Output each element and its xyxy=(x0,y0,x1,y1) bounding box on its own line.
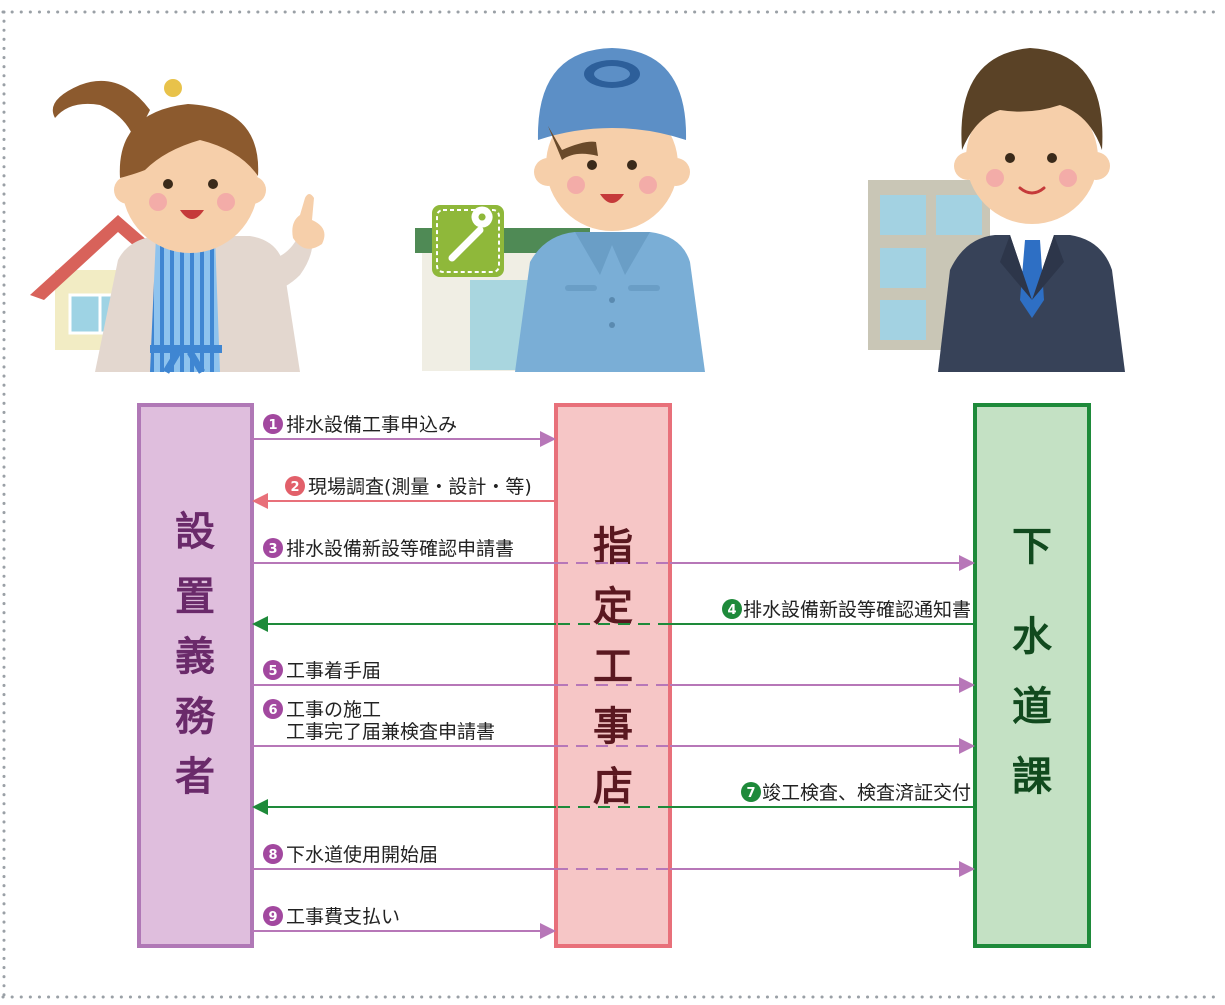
message-arrowhead xyxy=(959,555,975,571)
lane-label-char: 義 xyxy=(175,634,215,680)
lane-label-char: 工 xyxy=(593,644,633,690)
message-8: 8 下水道使用開始届 xyxy=(252,844,975,877)
message-label: 排水設備新設等確認申請書 xyxy=(286,538,514,560)
contractor-worker-illustration xyxy=(415,48,705,372)
step-number-badge xyxy=(263,906,283,926)
message-label: 工事の施工 xyxy=(286,699,381,721)
step-number-badge xyxy=(263,660,283,680)
step-number: 6 xyxy=(268,703,277,718)
message-9: 9 工事費支払い xyxy=(252,906,556,939)
step-number: 5 xyxy=(268,664,277,679)
step-number-badge xyxy=(263,538,283,558)
message-arrowhead xyxy=(252,493,268,509)
step-number-badge xyxy=(263,414,283,434)
message-4: 4 排水設備新設等確認通知書 xyxy=(252,599,975,632)
message-7: 7 竣工検査、検査済証交付 xyxy=(252,782,975,815)
message-label: 排水設備新設等確認通知書 xyxy=(743,599,971,621)
message-arrowhead xyxy=(540,923,556,939)
lane-owner-label: 設置義務者 xyxy=(175,509,216,800)
message-arrowhead xyxy=(959,861,975,877)
message-label: 工事着手届 xyxy=(286,660,381,682)
step-number: 7 xyxy=(746,786,755,801)
step-number: 3 xyxy=(268,542,277,557)
message-label: 現場調査(測量・設計・等) xyxy=(308,476,532,498)
lane-label-char: 務 xyxy=(175,694,216,740)
message-arrows: 1 排水設備工事申込み 2 現場調査(測量・設計・等) 3 排水設備新設等確認申請書 4 排水… xyxy=(252,414,975,939)
lane-label-char: 下 xyxy=(1012,524,1052,570)
message-arrowhead xyxy=(252,616,268,632)
step-number: 4 xyxy=(727,603,736,618)
message-5: 5 工事着手届 xyxy=(252,660,975,693)
lane-contractor: 指定工事店 xyxy=(554,403,672,948)
message-arrowhead xyxy=(959,677,975,693)
city-officer-illustration xyxy=(868,48,1125,372)
message-3: 3 排水設備新設等確認申請書 xyxy=(252,538,975,571)
lane-label-char: 者 xyxy=(175,754,215,800)
step-number-badge xyxy=(741,782,761,802)
step-number-badge xyxy=(722,599,742,619)
message-label: 工事完了届兼検査申請書 xyxy=(286,721,495,743)
lane-sewer: 下水道課 xyxy=(973,403,1091,948)
step-number-badge xyxy=(263,699,283,719)
message-label: 下水道使用開始届 xyxy=(286,844,438,866)
lane-label-char: 置 xyxy=(175,574,215,620)
step-number: 2 xyxy=(290,480,299,495)
dotted-frame xyxy=(1,10,1224,999)
lane-label-char: 課 xyxy=(1012,754,1052,800)
message-label: 排水設備工事申込み xyxy=(286,414,457,436)
lane-label-char: 定 xyxy=(593,584,633,630)
message-1: 1 排水設備工事申込み xyxy=(252,414,556,447)
lane-label-char: 水 xyxy=(1012,614,1053,660)
step-number: 1 xyxy=(268,418,277,433)
step-number: 8 xyxy=(268,848,277,863)
lane-owner: 設置義務者 xyxy=(137,403,254,948)
lane-sewer-label: 下水道課 xyxy=(1012,524,1053,800)
lane-label-char: 設 xyxy=(175,509,215,555)
message-arrowhead xyxy=(540,431,556,447)
lane-label-char: 事 xyxy=(593,704,633,750)
lane-contractor-label: 指定工事店 xyxy=(593,524,633,810)
lane-label-char: 道 xyxy=(1012,684,1052,730)
message-label: 工事費支払い xyxy=(286,906,400,928)
message-2: 2 現場調査(測量・設計・等) xyxy=(252,476,556,509)
message-arrowhead xyxy=(959,738,975,754)
lane-label-char: 店 xyxy=(593,764,633,810)
step-number-badge xyxy=(285,476,305,496)
message-label: 竣工検査、検査済証交付 xyxy=(762,782,971,804)
message-arrowhead xyxy=(252,799,268,815)
wrench-icon xyxy=(432,205,504,277)
step-number: 9 xyxy=(268,910,277,925)
step-number-badge xyxy=(263,844,283,864)
homeowner-woman-illustration xyxy=(30,79,325,374)
